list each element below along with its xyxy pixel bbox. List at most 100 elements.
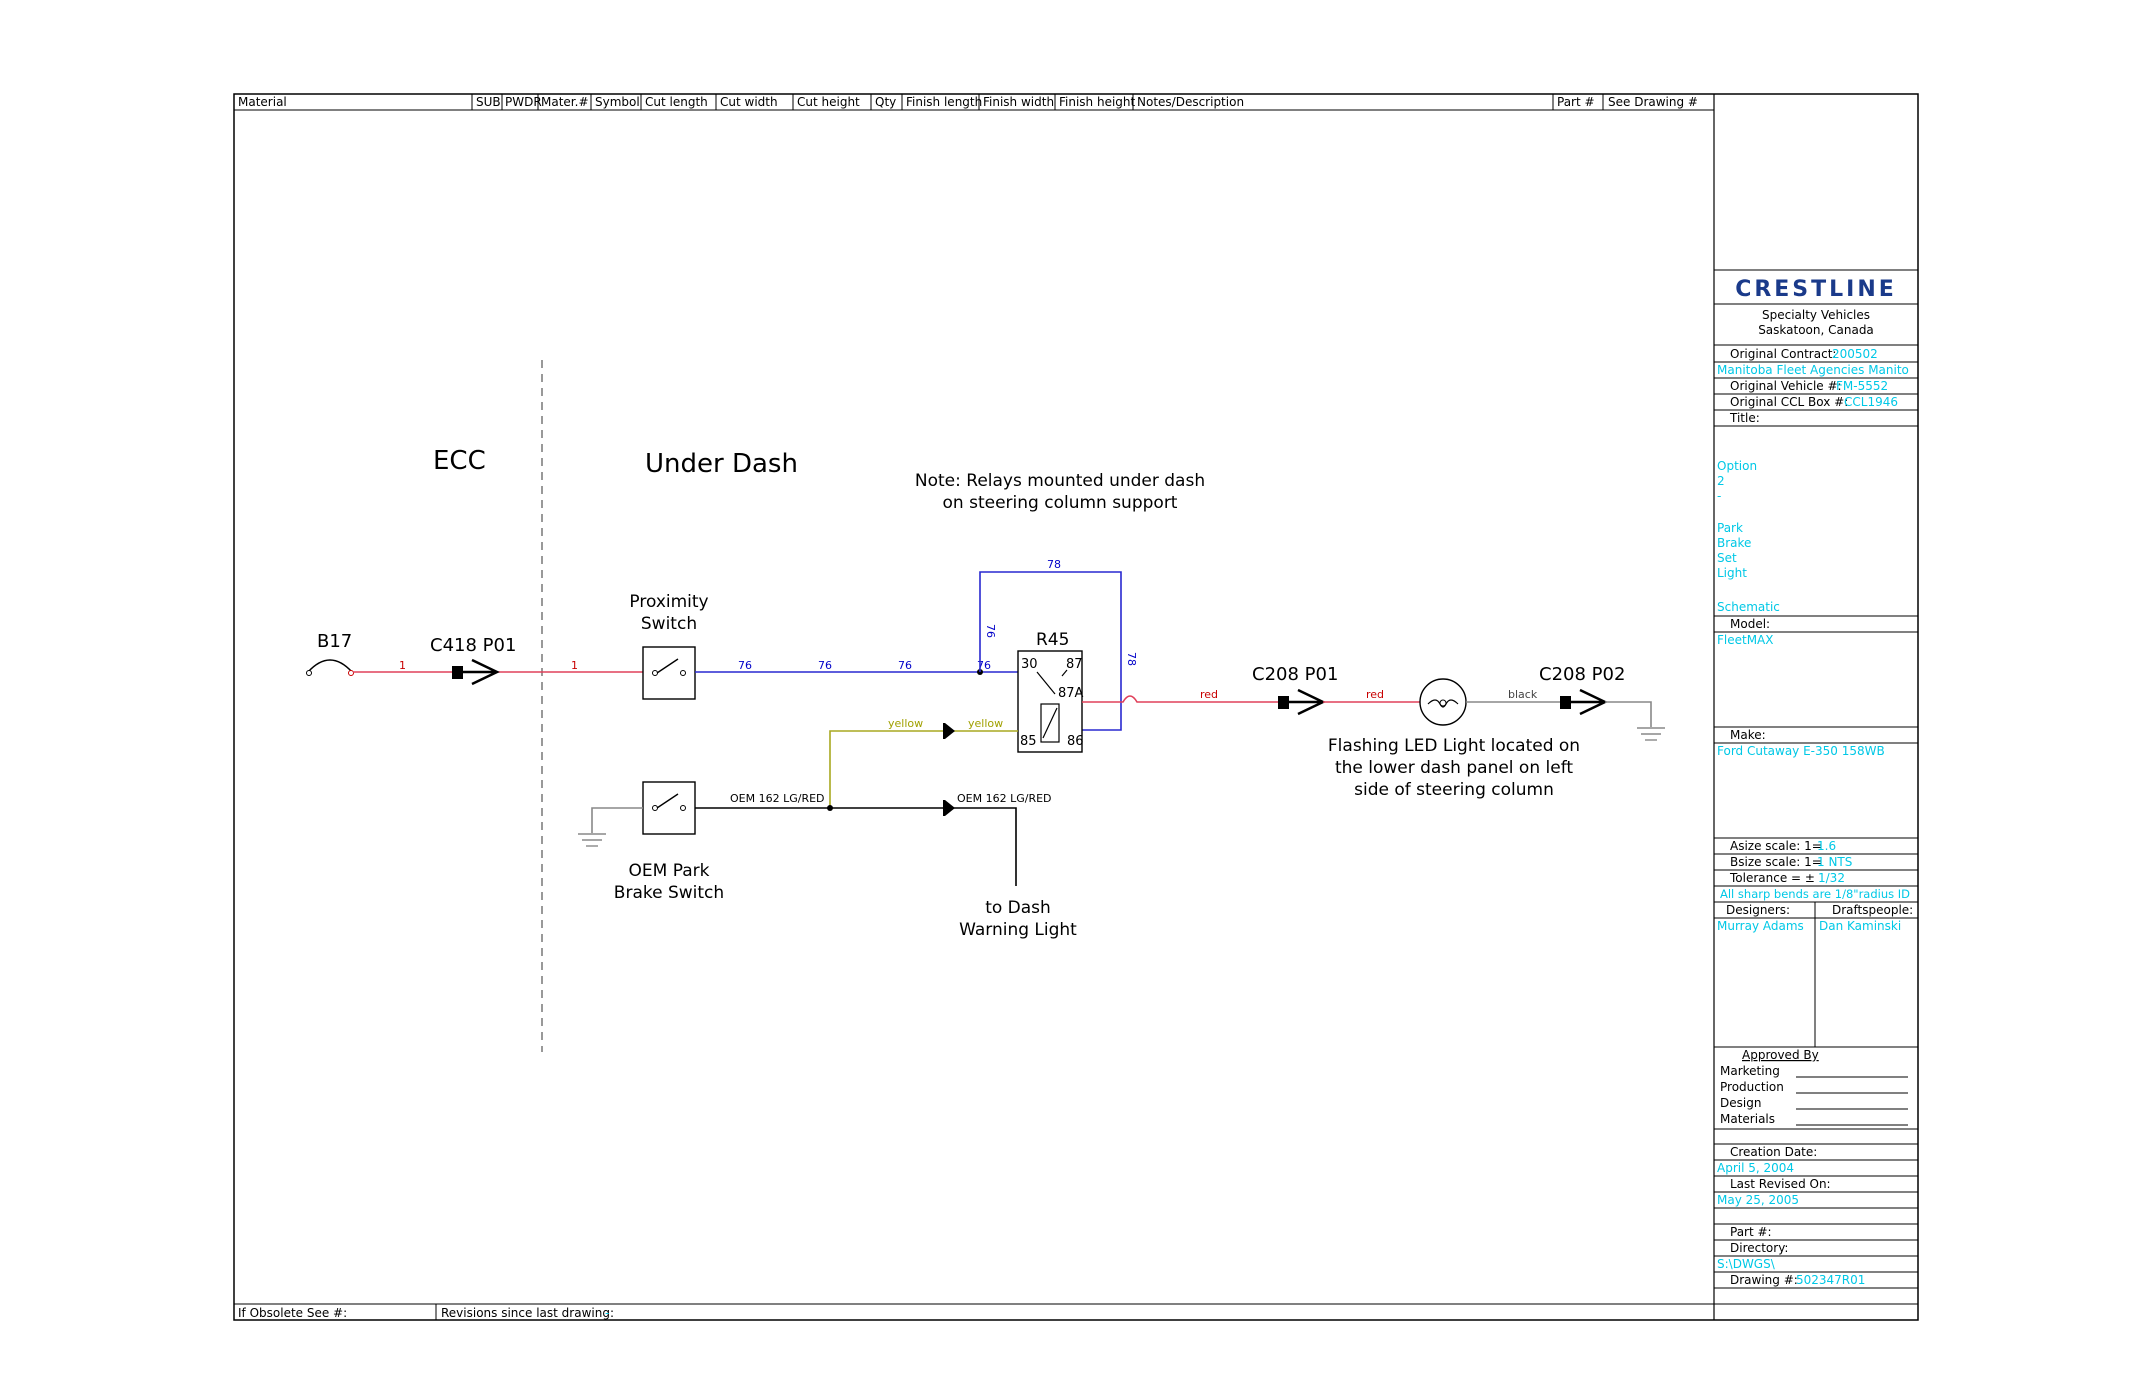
- approver-design: Design: [1720, 1096, 1761, 1110]
- header-col-qty: Qty: [875, 95, 896, 109]
- bsize-value: 1 NTS: [1817, 855, 1852, 869]
- header-col-pwdr: PWDR: [505, 95, 542, 109]
- header-col-see-drawing: See Drawing #: [1608, 95, 1698, 109]
- tolerance-label: Tolerance = ±: [1729, 871, 1815, 885]
- c418-label: C418 P01: [430, 635, 516, 656]
- footer-revisions-label: Revisions since last drawing:: [441, 1306, 614, 1320]
- approved-by-label: Approved By: [1742, 1048, 1819, 1062]
- designers-label: Designers:: [1726, 903, 1790, 917]
- header-col-finish-length: Finish length: [906, 95, 982, 109]
- wire-76-label-a: 76: [738, 659, 752, 672]
- zone-ecc-label: ECC: [433, 446, 486, 476]
- relay-pin-87a: 87A: [1058, 686, 1084, 701]
- proximity-label-2: Switch: [641, 614, 697, 634]
- dash-label-2: Warning Light: [959, 920, 1077, 940]
- model-label: Model:: [1730, 617, 1770, 631]
- title-line-7: Light: [1717, 566, 1747, 580]
- bsize-label: Bsize scale: 1=: [1730, 855, 1822, 869]
- orig-vehicle-label: Original Vehicle #:: [1730, 379, 1842, 393]
- header-col-material: Material: [238, 95, 287, 109]
- wire-ground-right: [1605, 701, 1652, 727]
- wire-ground-left: [591, 807, 643, 833]
- led-label-2: the lower dash panel on left: [1335, 758, 1573, 778]
- wire-76-label-d: 76: [977, 659, 991, 672]
- relay-pin-85: 85: [1020, 734, 1037, 749]
- wire-yellow-label-a: yellow: [888, 717, 923, 730]
- footer-revisions-value: -: [605, 1306, 609, 1320]
- asize-label: Asize scale: 1=: [1730, 839, 1822, 853]
- title-line-5: Brake: [1717, 536, 1751, 550]
- header-col-notes: Notes/Description: [1137, 95, 1244, 109]
- title-line-2: -: [1717, 489, 1721, 503]
- wire-76-label-c: 76: [898, 659, 912, 672]
- title-line-6: Set: [1717, 551, 1737, 565]
- asize-value: 1.6: [1817, 839, 1836, 853]
- creation-date-value: April 5, 2004: [1717, 1161, 1794, 1175]
- c208-p01-connector: C208 P01: [1252, 664, 1338, 716]
- park-label-1: OEM Park: [629, 861, 710, 881]
- header-col-part: Part #: [1557, 95, 1595, 109]
- wire-76-vertical-label: 76: [984, 624, 997, 638]
- header-col-cut-height: Cut height: [797, 95, 860, 109]
- wire-76-label-b: 76: [818, 659, 832, 672]
- title-block: CRESTLINE Specialty Vehicles Saskatoon, …: [1714, 269, 1918, 1289]
- wire-78-loop: [979, 571, 1122, 731]
- tolerance-value: 1/32: [1818, 871, 1845, 885]
- approver-production: Production: [1720, 1080, 1784, 1094]
- c208-p01-label: C208 P01: [1252, 664, 1338, 685]
- directory-value: S:\DWGS\: [1717, 1257, 1776, 1271]
- title-line-1: 2: [1717, 474, 1725, 488]
- make-label: Make:: [1730, 728, 1766, 742]
- company-sub-1: Specialty Vehicles: [1762, 308, 1870, 322]
- park-label-2: Brake Switch: [614, 883, 724, 903]
- sheet-border: [233, 93, 1919, 1321]
- company-sub-2: Saskatoon, Canada: [1758, 323, 1874, 337]
- orig-vehicle-value: FM-5552: [1836, 379, 1888, 393]
- footer-obsolete-label: If Obsolete See #:: [238, 1306, 347, 1320]
- orig-ccl-value: CCL1946: [1844, 395, 1898, 409]
- drawing-number-label: Drawing #:: [1730, 1273, 1798, 1287]
- oem-park-brake-switch: OEM Park Brake Switch: [614, 781, 724, 903]
- wire-red-label-a: red: [1200, 688, 1218, 701]
- directory-label: Directory:: [1730, 1241, 1788, 1255]
- orig-contract-value: 200502: [1832, 347, 1878, 361]
- orig-contract-label: Original Contract:: [1730, 347, 1836, 361]
- approver-materials: Materials: [1720, 1112, 1775, 1126]
- ground-icon-right: [1637, 727, 1665, 741]
- title-label: Title:: [1729, 411, 1760, 425]
- customer-name: Manitoba Fleet Agencies Manito: [1717, 363, 1909, 377]
- wire-1-label-b: 1: [571, 659, 578, 672]
- relay-pin-87: 87: [1066, 657, 1083, 672]
- wire-78-vertical-label: 78: [1125, 652, 1138, 666]
- wire-78-label: 78: [1047, 558, 1061, 571]
- dash-label-1: to Dash: [985, 898, 1051, 918]
- relay-pin-30: 30: [1021, 657, 1038, 672]
- creation-date-label: Creation Date:: [1730, 1145, 1817, 1159]
- model-value: FleetMAX: [1717, 633, 1774, 647]
- wire-1-label-a: 1: [399, 659, 406, 672]
- header-row: Material SUB PWDR Mater.# Symbol Cut len…: [238, 94, 1698, 110]
- part-label: Part #:: [1730, 1225, 1772, 1239]
- last-revised-value: May 25, 2005: [1717, 1193, 1799, 1207]
- wire-oem-162: [695, 807, 1017, 886]
- draftspeople-value: Dan Kaminski: [1819, 919, 1901, 933]
- footer-row: If Obsolete See #: Revisions since last …: [238, 1304, 614, 1320]
- c208-p02-label: C208 P02: [1539, 664, 1625, 685]
- header-col-finish-height: Finish height: [1059, 95, 1136, 109]
- bends-note: All sharp bends are 1/8"radius ID: [1720, 887, 1910, 901]
- draftspeople-label: Draftspeople:: [1832, 903, 1913, 917]
- wire-black-label: black: [1508, 688, 1538, 701]
- note-line-2: on steering column support: [943, 493, 1178, 513]
- led-label-1: Flashing LED Light located on: [1328, 736, 1580, 756]
- drawing-number-value: 502347R01: [1796, 1273, 1865, 1287]
- b17-label: B17: [317, 631, 352, 652]
- title-line-9: Schematic: [1717, 600, 1780, 614]
- relay-r45: R45 30 87 87A 85 86: [1017, 630, 1084, 753]
- zone-under-dash-label: Under Dash: [645, 449, 798, 479]
- led-label-3: side of steering column: [1354, 780, 1554, 800]
- company-logo: CRESTLINE: [1735, 277, 1897, 302]
- relay-pin-86: 86: [1067, 734, 1084, 749]
- c208-p02-connector: C208 P02: [1539, 664, 1625, 716]
- header-col-finish-width: Finish width: [983, 95, 1054, 109]
